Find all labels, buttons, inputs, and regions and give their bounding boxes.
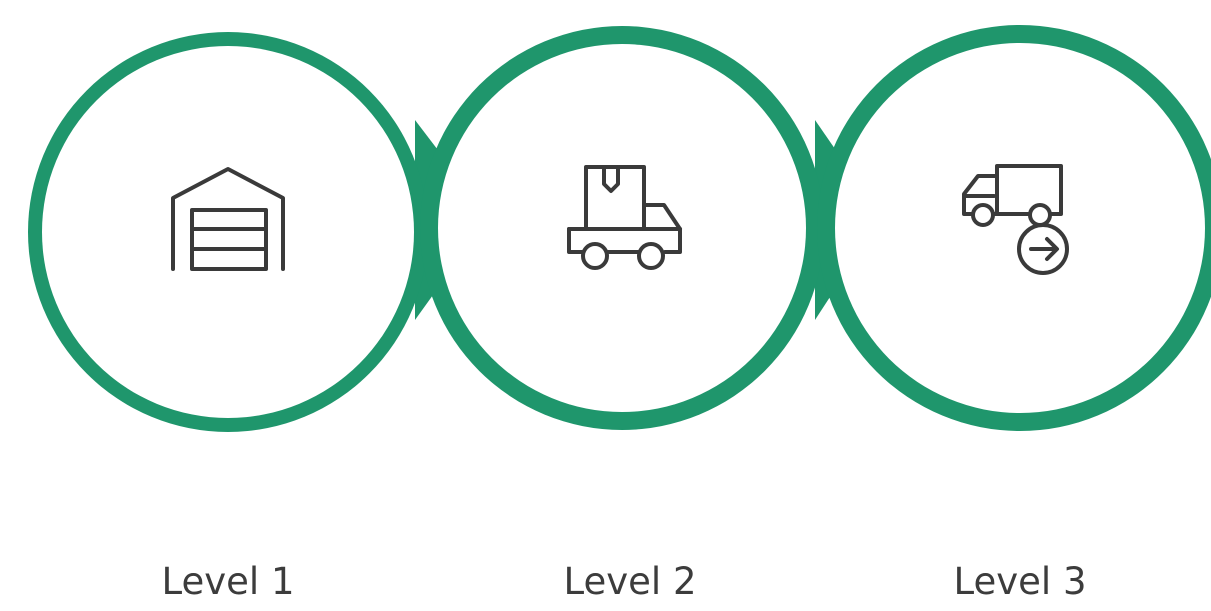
warehouse-icon [171, 167, 285, 271]
step-1-disc [42, 46, 414, 418]
step-3-label: Level 3 [953, 560, 1087, 603]
step-2-label: Level 2 [563, 560, 697, 603]
truck-dispatch-arrow-icon [962, 164, 1069, 275]
step-1-label: Level 1 [161, 560, 295, 603]
delivery-truck-package-icon [567, 165, 682, 270]
step-3-disc [835, 43, 1205, 413]
